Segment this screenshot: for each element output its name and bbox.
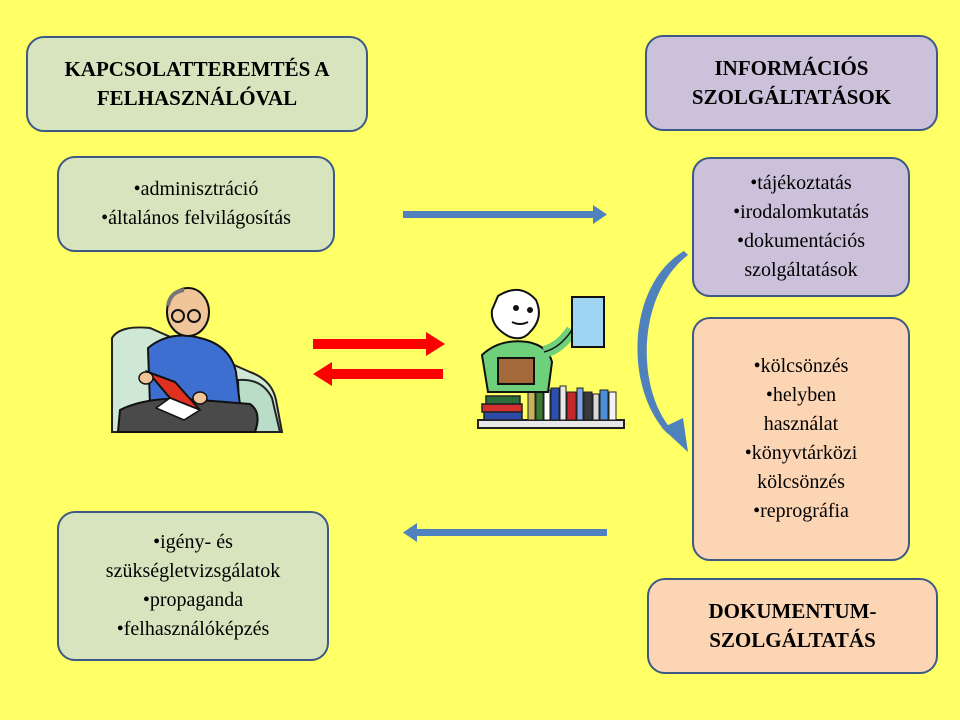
curved-arrow (637, 251, 688, 452)
contact-items-box: •adminisztráció •általános felvilágosítá… (57, 156, 335, 252)
red-arrow-right (313, 332, 445, 356)
doc-title-text: DOKUMENTUM- SZOLGÁLTATÁS (708, 599, 877, 652)
contact-items-list: •adminisztráció •általános felvilágosítá… (101, 178, 291, 229)
doc-items-list: •kölcsönzés •helyben használat •könyvtár… (744, 355, 858, 522)
arrow-left-bottom (403, 523, 607, 542)
doc-items-box: •kölcsönzés •helyben használat •könyvtár… (692, 317, 910, 561)
info-title-box: INFORMÁCIÓS SZOLGÁLTATÁSOK (645, 35, 938, 131)
contact-title-text: KAPCSOLATTEREMTÉS A FELHASZNÁLÓVAL (64, 57, 330, 110)
librarian-clipart (477, 289, 625, 429)
needs-items-list: •igény- és szükségletvizsgálatok •propag… (105, 531, 281, 640)
needs-items-box: •igény- és szükségletvizsgálatok •propag… (57, 511, 329, 661)
red-arrow-left (313, 362, 443, 386)
arrow-right-top (403, 205, 607, 224)
contact-title-box: KAPCSOLATTEREMTÉS A FELHASZNÁLÓVAL (26, 36, 368, 132)
info-items-list: •tájékoztatás •irodalomkutatás •dokument… (733, 172, 869, 281)
info-title-text: INFORMÁCIÓS SZOLGÁLTATÁSOK (691, 56, 892, 109)
doc-title-box: DOKUMENTUM- SZOLGÁLTATÁS (647, 578, 938, 674)
info-items-box: •tájékoztatás •irodalomkutatás •dokument… (692, 157, 910, 297)
reader-clipart (111, 287, 284, 433)
